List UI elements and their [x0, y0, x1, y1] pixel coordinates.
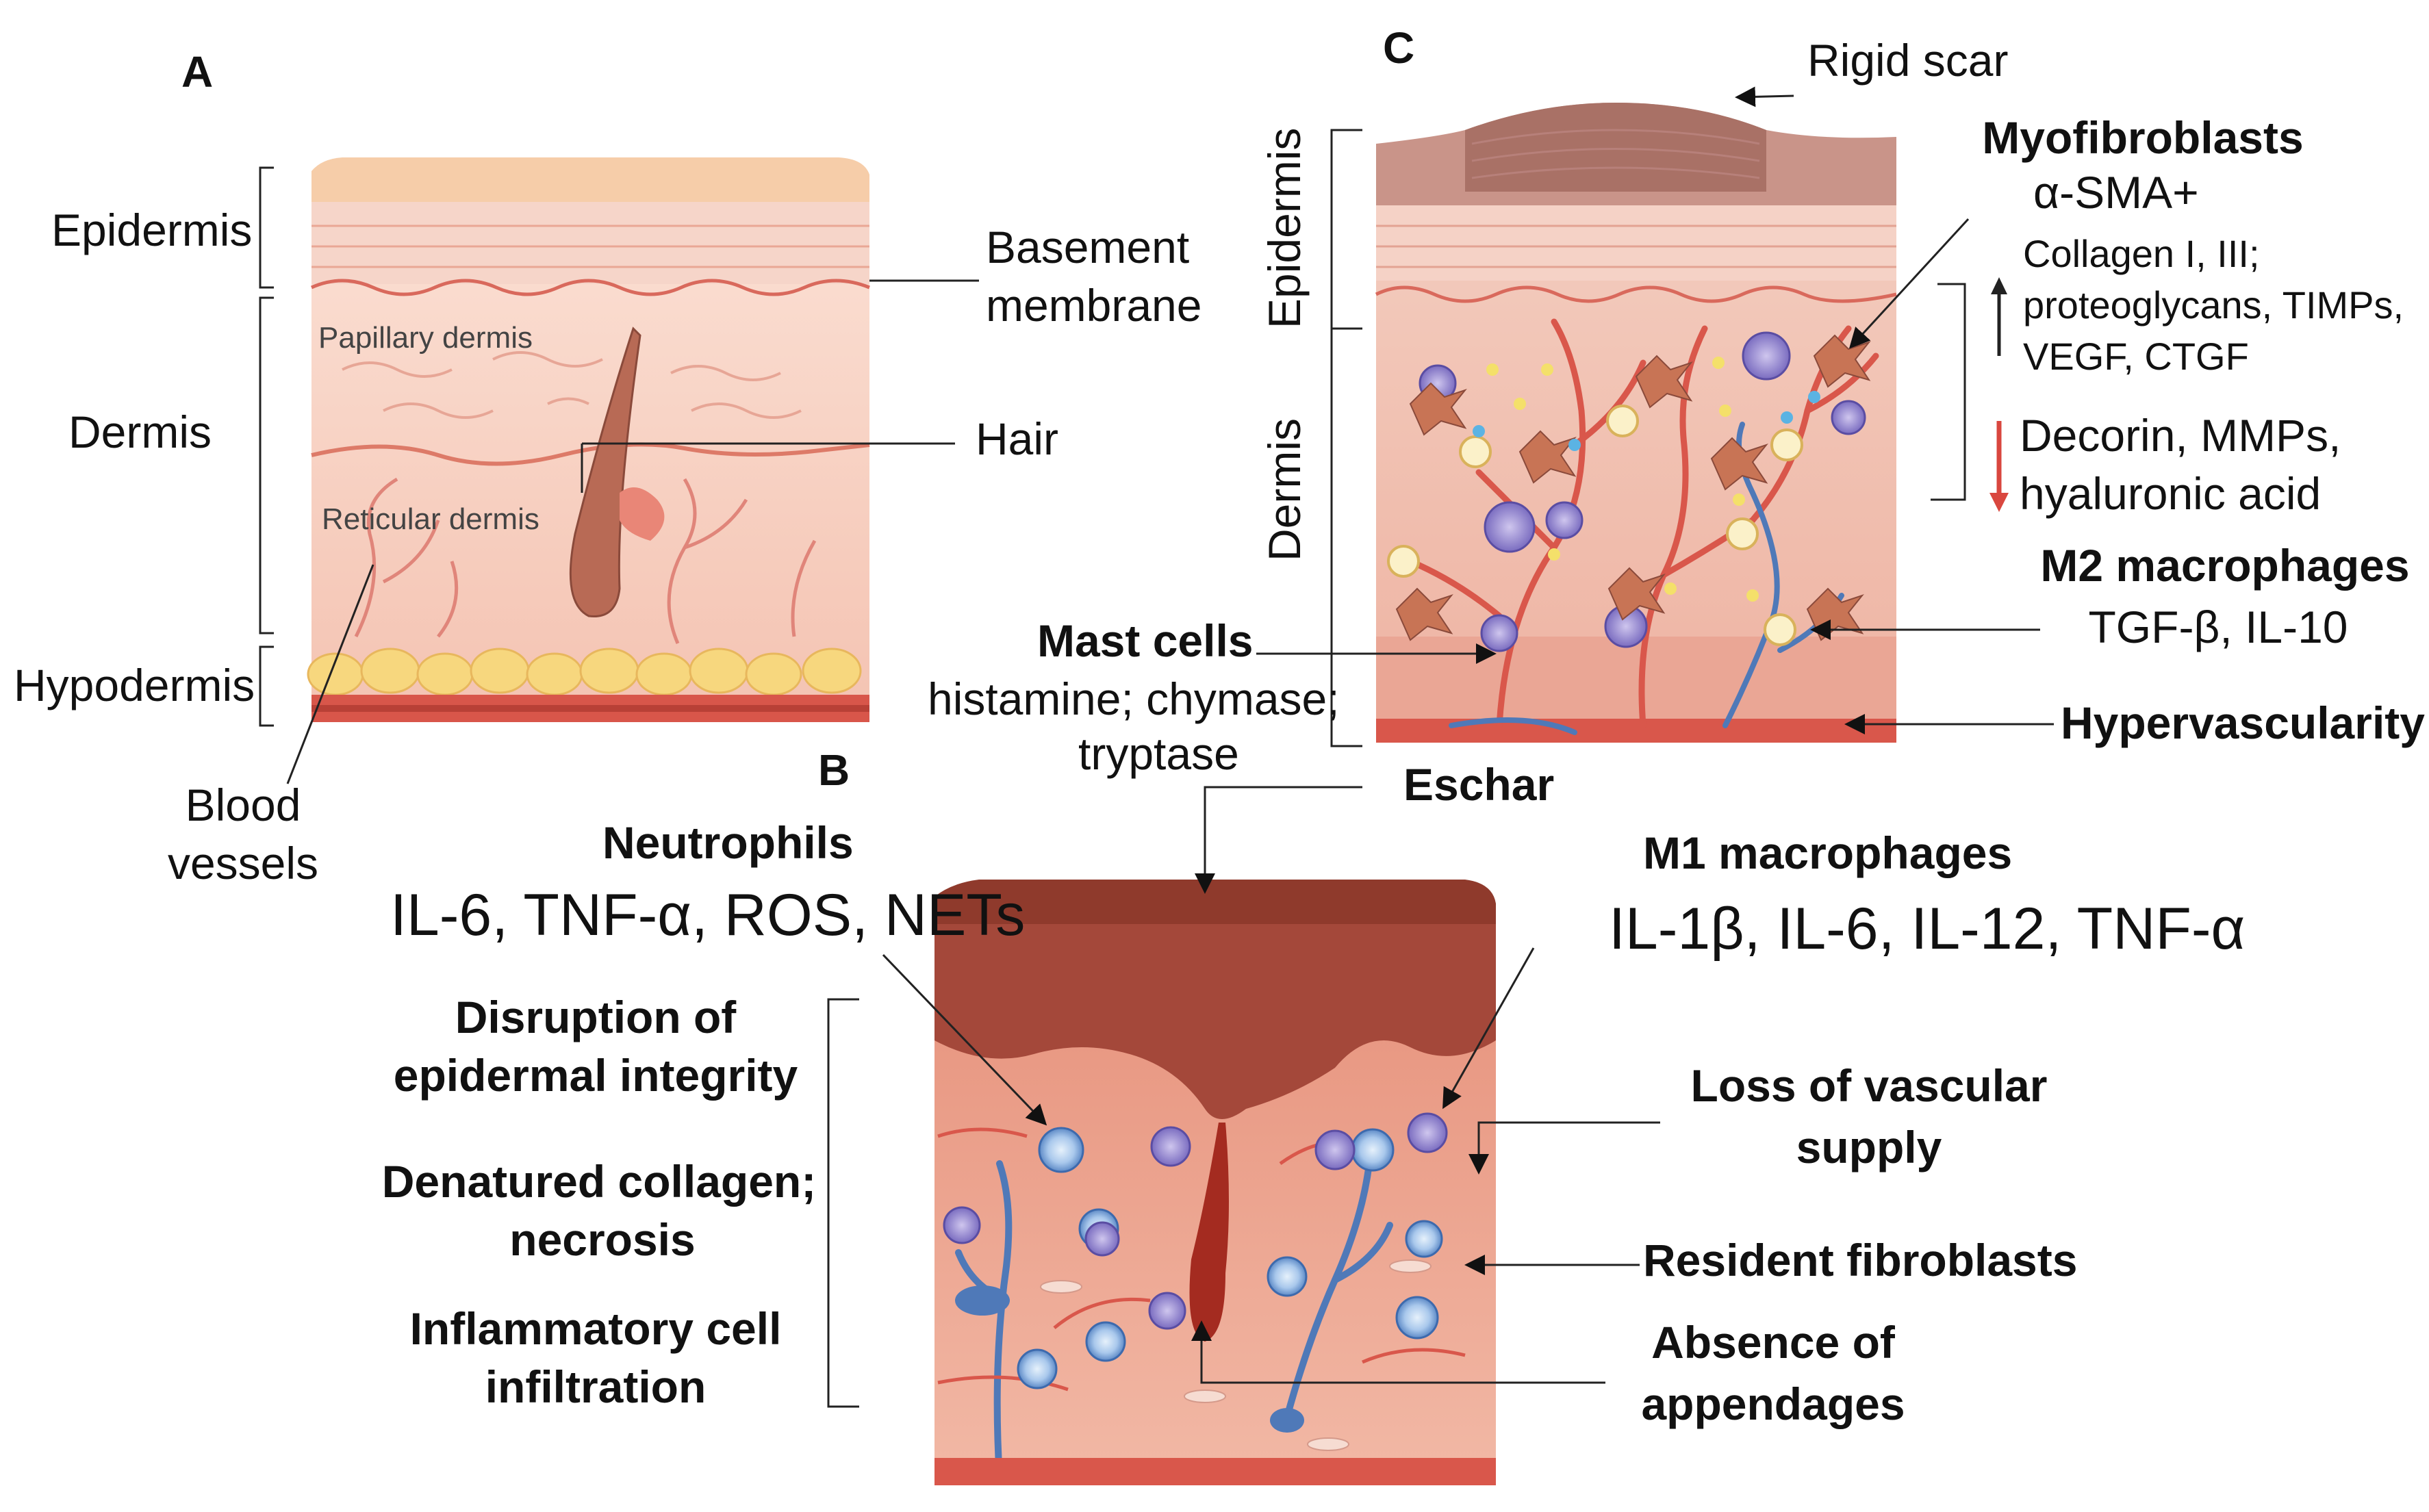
up-arrow: [1991, 277, 2007, 356]
label-m2-markers: TGF-β, IL-10: [2088, 602, 2348, 652]
label-m2-macrophages: M2 macrophages: [2040, 540, 2410, 591]
label-basement-membrane-2: membrane: [986, 280, 1202, 331]
panel-a-letter: A: [181, 47, 214, 97]
label-eschar: Eschar: [1403, 759, 1555, 810]
label-dermis-a: Dermis: [68, 407, 212, 457]
label-loss-vascular-1: Loss of vascular: [1690, 1060, 2048, 1111]
panel-c-skin: [1375, 103, 1897, 743]
panel-b-letter: B: [818, 745, 850, 795]
label-disruption-2: epidermal integrity: [393, 1050, 798, 1101]
label-absence-2: appendages: [1641, 1379, 1905, 1429]
label-resident-fibroblasts: Resident fibroblasts: [1643, 1235, 2078, 1285]
label-up-1: Collagen I, III;: [2023, 232, 2260, 275]
label-blood-vessels-1: Blood: [185, 780, 301, 830]
label-loss-vascular-2: supply: [1796, 1122, 1942, 1173]
label-mast-line2: tryptase: [1078, 728, 1239, 779]
label-dermis-c: Dermis: [1259, 418, 1310, 561]
label-papillary-dermis: Papillary dermis: [318, 321, 533, 355]
label-up-3: VEGF, CTGF: [2023, 335, 2249, 378]
label-hair: Hair: [976, 413, 1059, 464]
label-down-1: Decorin, MMPs,: [2020, 410, 2341, 461]
label-mast-line1: histamine; chymase;: [928, 674, 1340, 724]
label-disruption-1: Disruption of: [455, 992, 737, 1042]
label-neutrophils: Neutrophils: [602, 817, 854, 868]
panel-c-letter: C: [1383, 23, 1415, 73]
label-absence-1: Absence of: [1651, 1317, 1895, 1368]
panel-c-brackets: [1256, 86, 2054, 747]
panel-b-skin: [934, 880, 1496, 1485]
panel-a-skin: [307, 157, 870, 722]
label-blood-vessels-2: vessels: [167, 838, 319, 888]
label-denatured-1: Denatured collagen;: [381, 1156, 817, 1207]
label-alpha-sma: α-SMA+: [2033, 167, 2199, 218]
label-epidermis-c: Epidermis: [1259, 127, 1310, 329]
label-m1-macrophages: M1 macrophages: [1643, 828, 2013, 878]
down-arrow: [1989, 421, 2009, 512]
label-up-2: proteoglycans, TIMPs,: [2023, 283, 2404, 326]
label-epidermis-a: Epidermis: [51, 205, 253, 255]
label-down-2: hyaluronic acid: [2020, 468, 2322, 519]
label-myofibroblasts: Myofibroblasts: [1982, 112, 2304, 163]
label-reticular-dermis: Reticular dermis: [322, 502, 539, 536]
label-m1-markers: IL-1β, IL-6, IL-12, TNF-α: [1609, 896, 2246, 962]
panel-b-leaders: [827, 786, 1660, 1408]
label-hypodermis-a: Hypodermis: [14, 660, 255, 710]
panel-a-brackets: [259, 166, 979, 784]
label-inflammatory-1: Inflammatory cell: [409, 1303, 782, 1354]
label-denatured-2: necrosis: [509, 1214, 696, 1265]
label-inflammatory-2: infiltration: [485, 1361, 707, 1412]
label-rigid-scar: Rigid scar: [1807, 35, 2009, 86]
label-basement-membrane-1: Basement: [986, 222, 1190, 272]
label-mast-cells: Mast cells: [1037, 615, 1254, 666]
label-neutrophils-markers: IL-6, TNF-α, ROS, NETs: [390, 882, 1026, 948]
label-hypervascularity: Hypervascularity: [2061, 697, 2425, 748]
